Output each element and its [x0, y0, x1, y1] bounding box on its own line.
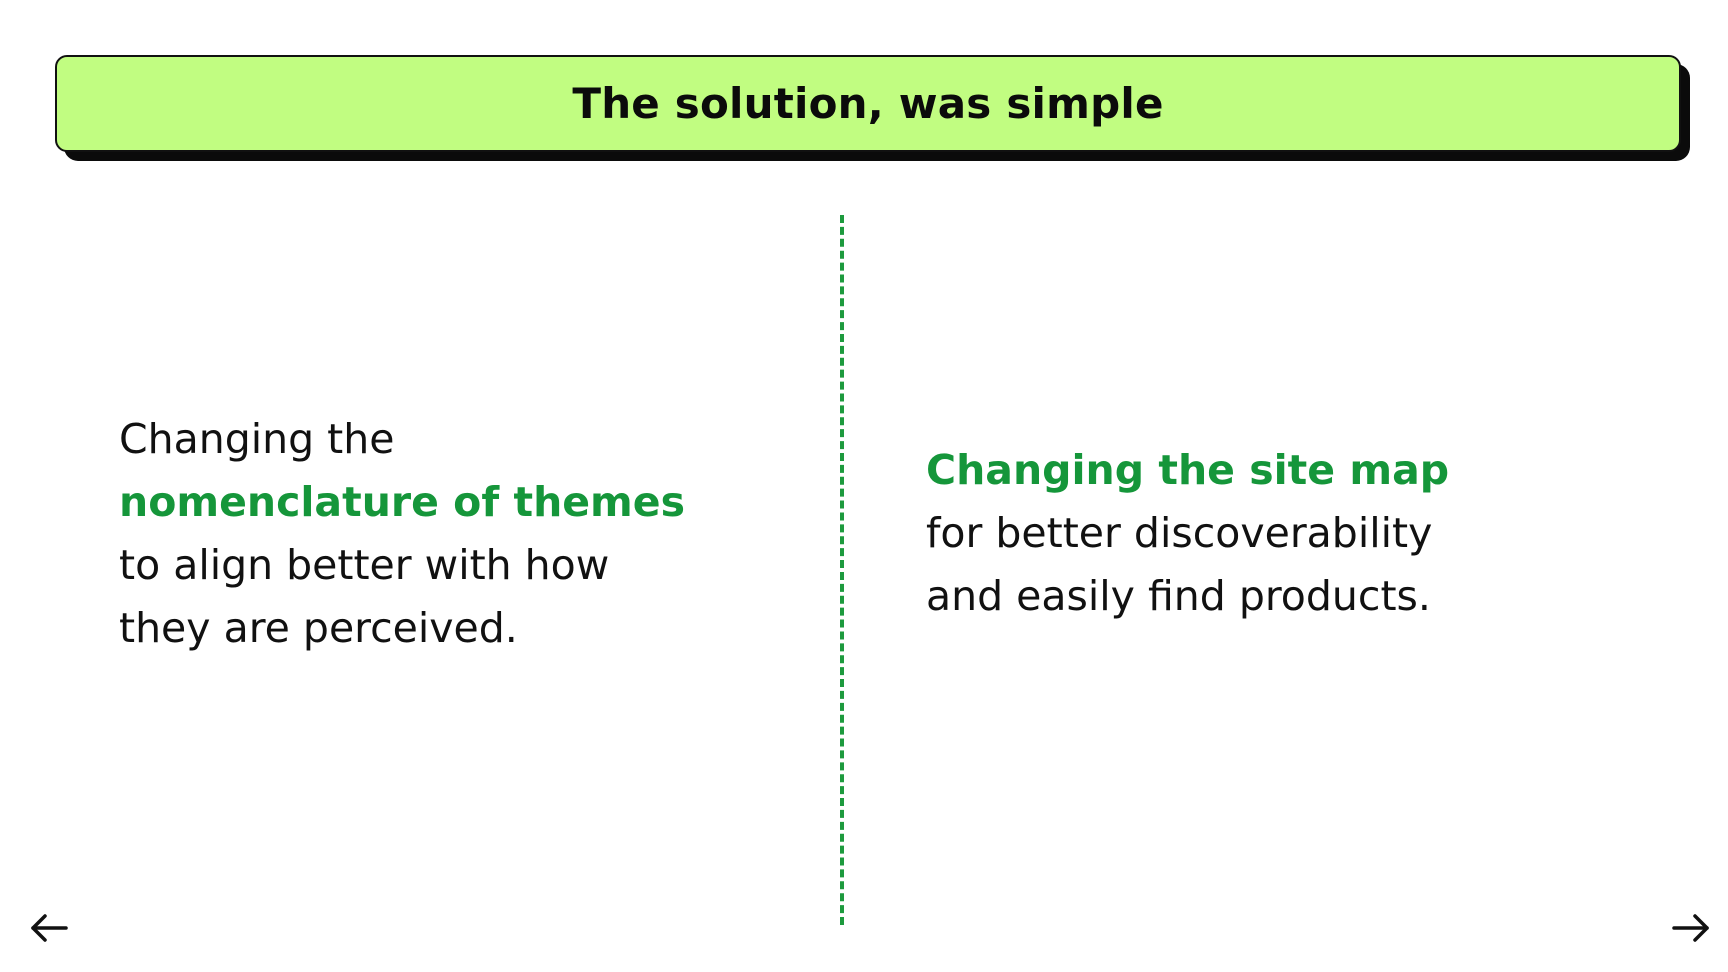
right-solution-text: Changing the site map for better discove… [926, 439, 1449, 628]
right-text-line: for better discoverability [926, 509, 1433, 557]
right-highlight-text: Changing the site map [926, 446, 1450, 494]
arrow-right-icon [1672, 914, 1709, 942]
next-slide-button[interactable] [1668, 904, 1716, 952]
previous-slide-button[interactable] [24, 904, 72, 952]
left-text-line: they are perceived. [119, 604, 518, 652]
left-solution-text: Changing the nomenclature of themes to a… [119, 408, 685, 660]
page-title: The solution, was simple [572, 79, 1164, 128]
dashed-divider [840, 215, 844, 925]
right-text-line: and easily find products. [926, 572, 1431, 620]
left-text-line: Changing the [119, 415, 395, 463]
title-banner: The solution, was simple [55, 55, 1681, 152]
left-text-line: to align better with how [119, 541, 610, 589]
arrow-left-icon [31, 914, 68, 942]
left-highlight-text: nomenclature of themes [119, 478, 685, 526]
